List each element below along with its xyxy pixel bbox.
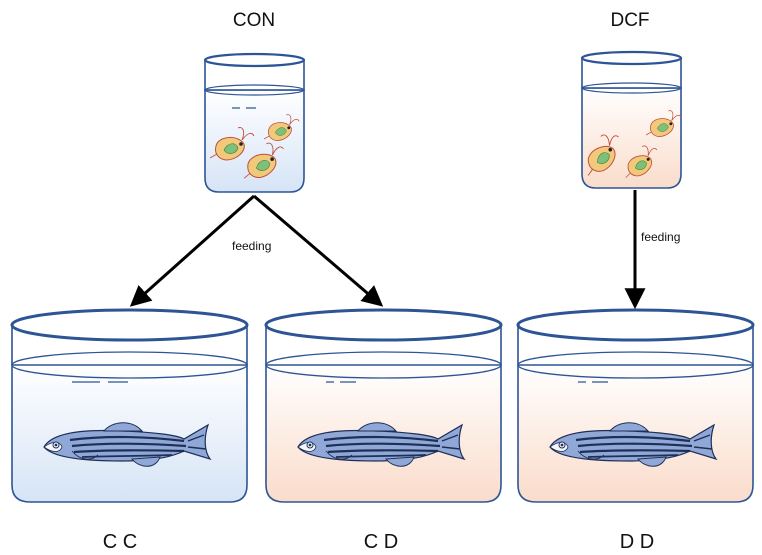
tank-cd	[264, 308, 503, 503]
tank-icon	[10, 308, 249, 503]
beaker-con	[203, 52, 306, 193]
arrow-con-to-cc	[129, 194, 255, 307]
edge-label-con-cd: feeding	[232, 239, 271, 253]
edge-label-dcf-dd: feeding	[641, 230, 680, 244]
tank-icon	[264, 308, 503, 503]
group-label-dd: D D	[620, 531, 654, 553]
group-label-cd: C D	[364, 531, 398, 553]
tank-dd	[516, 308, 755, 503]
beaker-dcf	[574, 50, 683, 189]
tank-icon	[516, 308, 755, 503]
source-label-dcf: DCF	[610, 10, 649, 31]
beaker-icon	[203, 52, 306, 193]
group-label-cc: C C	[103, 531, 137, 553]
tank-cc	[10, 308, 249, 503]
source-label-con: CON	[233, 10, 275, 31]
arrow-con-to-cd	[253, 194, 384, 307]
